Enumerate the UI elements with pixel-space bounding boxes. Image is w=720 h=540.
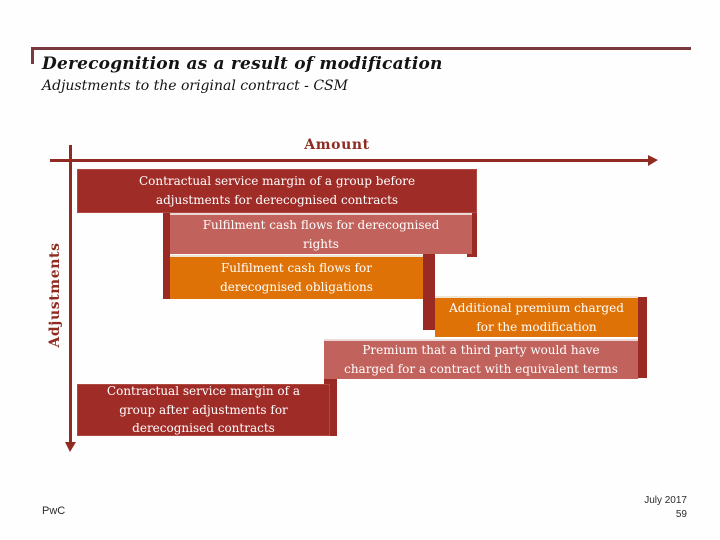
connector-csm-before-to-fcf-rights <box>467 169 477 257</box>
connector-additional-premium-to-third-party-premium <box>638 297 647 378</box>
bar-fcf-derecognised-rights: Fulfilment cash flows for derecognised r… <box>170 213 472 254</box>
bar-additional-premium: Additional premium charged for the modif… <box>435 296 638 337</box>
page-subtitle: Adjustments to the original contract - C… <box>42 78 348 94</box>
bar-third-party-premium: Premium that a third party would have ch… <box>324 339 638 379</box>
y-axis-arrowhead-icon <box>65 442 76 452</box>
bar-csm-before: Contractual service margin of a group be… <box>77 169 477 213</box>
bar-csm-after: Contractual service margin of a group af… <box>77 384 330 436</box>
bar-additional-premium-label: Additional premium charged for the modif… <box>449 300 624 334</box>
bar-csm-after-label: Contractual service margin of a group af… <box>106 384 301 436</box>
pwc-logo: PwC <box>42 505 66 517</box>
header-rule-line <box>31 47 691 50</box>
footer-page-number: 59 <box>675 508 687 520</box>
footer-date: July 2017 <box>644 495 687 506</box>
x-axis-arrowhead-icon <box>648 155 658 166</box>
x-axis-label: Amount <box>304 137 370 153</box>
footer-date-page: July 2017 59 <box>644 494 687 521</box>
connector-fcf-obligations-to-additional-premium <box>423 253 435 330</box>
y-axis-line <box>69 145 72 442</box>
bar-fcf-derecognised-rights-label: Fulfilment cash flows for derecognised r… <box>202 217 440 251</box>
y-axis-label: Adjustments <box>47 242 63 348</box>
bar-fcf-derecognised-obligations-label: Fulfilment cash flows for derecognised o… <box>220 261 373 294</box>
bar-csm-before-label: Contractual service margin of a group be… <box>138 174 416 207</box>
x-axis-line <box>50 159 648 162</box>
connector-fcf-rights-to-fcf-obligations <box>163 213 170 299</box>
page-title: Derecognition as a result of modificatio… <box>42 54 443 74</box>
bar-third-party-premium-label: Premium that a third party would have ch… <box>344 343 618 376</box>
bar-fcf-derecognised-obligations: Fulfilment cash flows for derecognised o… <box>170 255 423 299</box>
header-corner-stub <box>31 47 34 64</box>
